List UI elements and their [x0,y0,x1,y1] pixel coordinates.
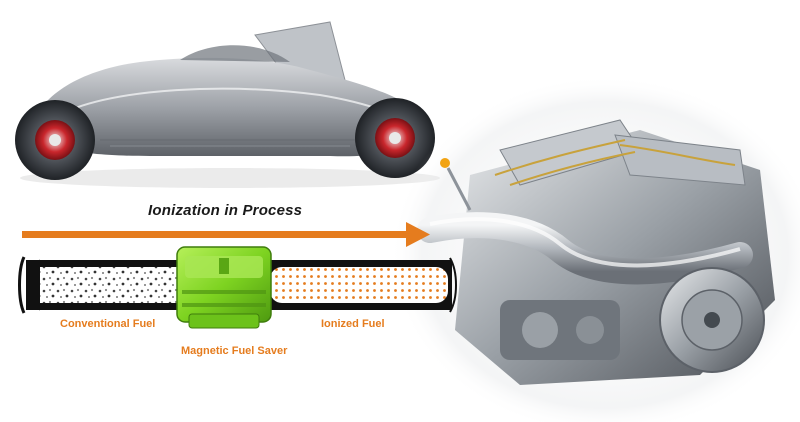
conventional-fuel-section [40,267,180,303]
magnetic-fuel-saver-label: Magnetic Fuel Saver [181,345,288,357]
concept-car-illustration [15,21,440,188]
magnetic-fuel-saver-illustration [176,246,272,329]
ionized-fuel-label: Ionized Fuel [321,318,385,330]
fuel-line [18,256,457,314]
ionized-fuel-section [270,267,448,303]
diagram-title: Ionization in Process [148,202,303,219]
engine-illustration [390,75,800,422]
process-arrow [22,222,430,247]
conventional-fuel-label: Conventional Fuel [60,318,156,330]
